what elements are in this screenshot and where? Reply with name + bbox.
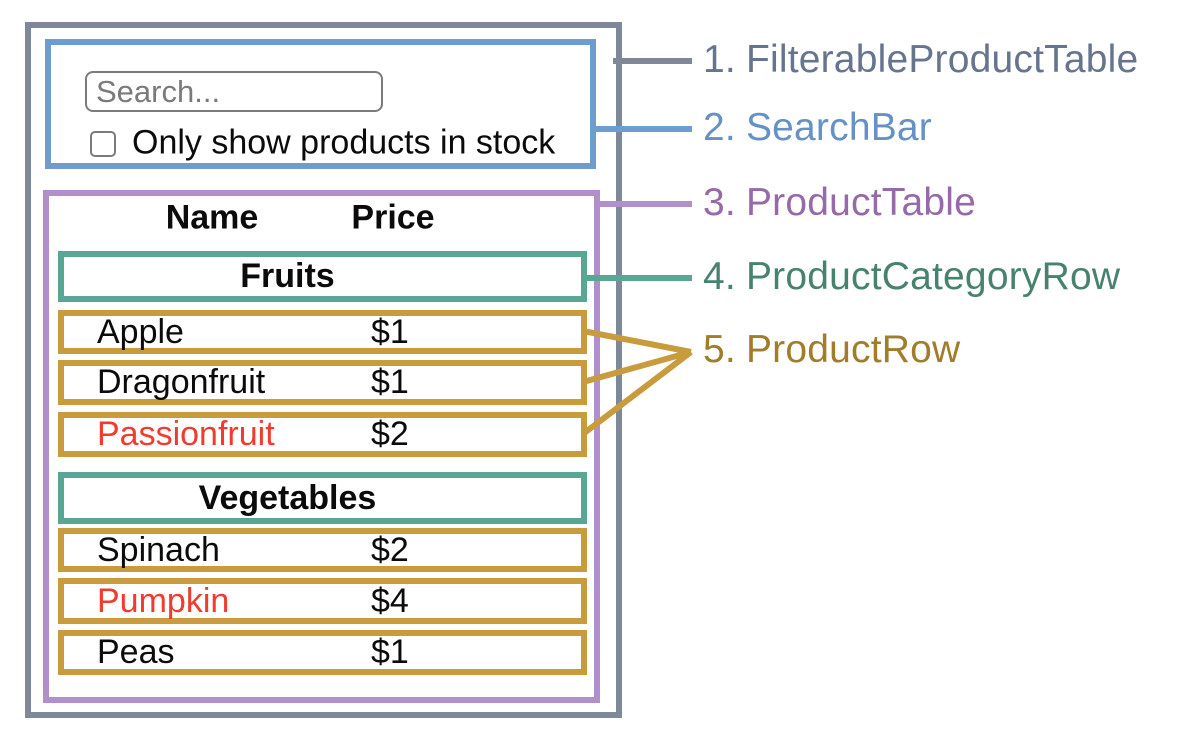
category-row-fruits: Fruits (58, 251, 587, 302)
in-stock-checkbox[interactable] (90, 131, 116, 157)
category-label: Vegetables (198, 478, 377, 517)
legend-product-row: 5.ProductRow (703, 328, 960, 372)
product-name: Spinach (97, 530, 220, 569)
legend-search-bar: 2.SearchBar (703, 106, 932, 150)
product-price: $2 (371, 415, 409, 453)
product-price: $2 (371, 530, 409, 569)
product-name: Pumpkin (97, 581, 230, 620)
legend-number: 5. (703, 328, 736, 372)
legend-number: 3. (703, 181, 736, 225)
legend-number: 2. (703, 106, 736, 150)
product-price: $1 (371, 633, 409, 671)
product-name: Passionfruit (97, 415, 275, 453)
product-row-apple: Apple $1 (58, 310, 587, 354)
product-name: Peas (97, 633, 175, 671)
legend-label: ProductCategoryRow (745, 255, 1121, 299)
search-input[interactable] (85, 71, 383, 112)
product-price: $1 (371, 363, 409, 401)
category-label: Fruits (240, 257, 335, 295)
category-row-vegetables: Vegetables (58, 472, 587, 524)
legend-product-category-row: 4.ProductCategoryRow (703, 255, 1120, 299)
product-row-spinach: Spinach $2 (58, 528, 587, 572)
legend-label: ProductTable (745, 181, 976, 225)
product-row-pumpkin: Pumpkin $4 (58, 578, 587, 624)
legend-number: 1. (703, 38, 736, 82)
product-name: Apple (97, 312, 184, 351)
product-row-dragonfruit: Dragonfruit $1 (58, 360, 587, 405)
legend-filterable-product-table: 1.FilterableProductTable (703, 38, 1138, 82)
in-stock-checkbox-label: Only show products in stock (132, 123, 556, 162)
legend-label: SearchBar (745, 106, 932, 150)
legend-number: 4. (703, 255, 736, 299)
legend-label: ProductRow (745, 328, 961, 372)
legend-label: FilterableProductTable (745, 38, 1139, 82)
product-price: $4 (371, 581, 409, 620)
column-header-name: Name (165, 198, 259, 237)
column-header-price: Price (351, 198, 435, 237)
product-row-peas: Peas $1 (58, 630, 587, 675)
product-price: $1 (371, 312, 409, 351)
product-row-passionfruit: Passionfruit $2 (58, 412, 587, 457)
product-name: Dragonfruit (97, 363, 266, 401)
legend-product-table: 3.ProductTable (703, 181, 976, 225)
